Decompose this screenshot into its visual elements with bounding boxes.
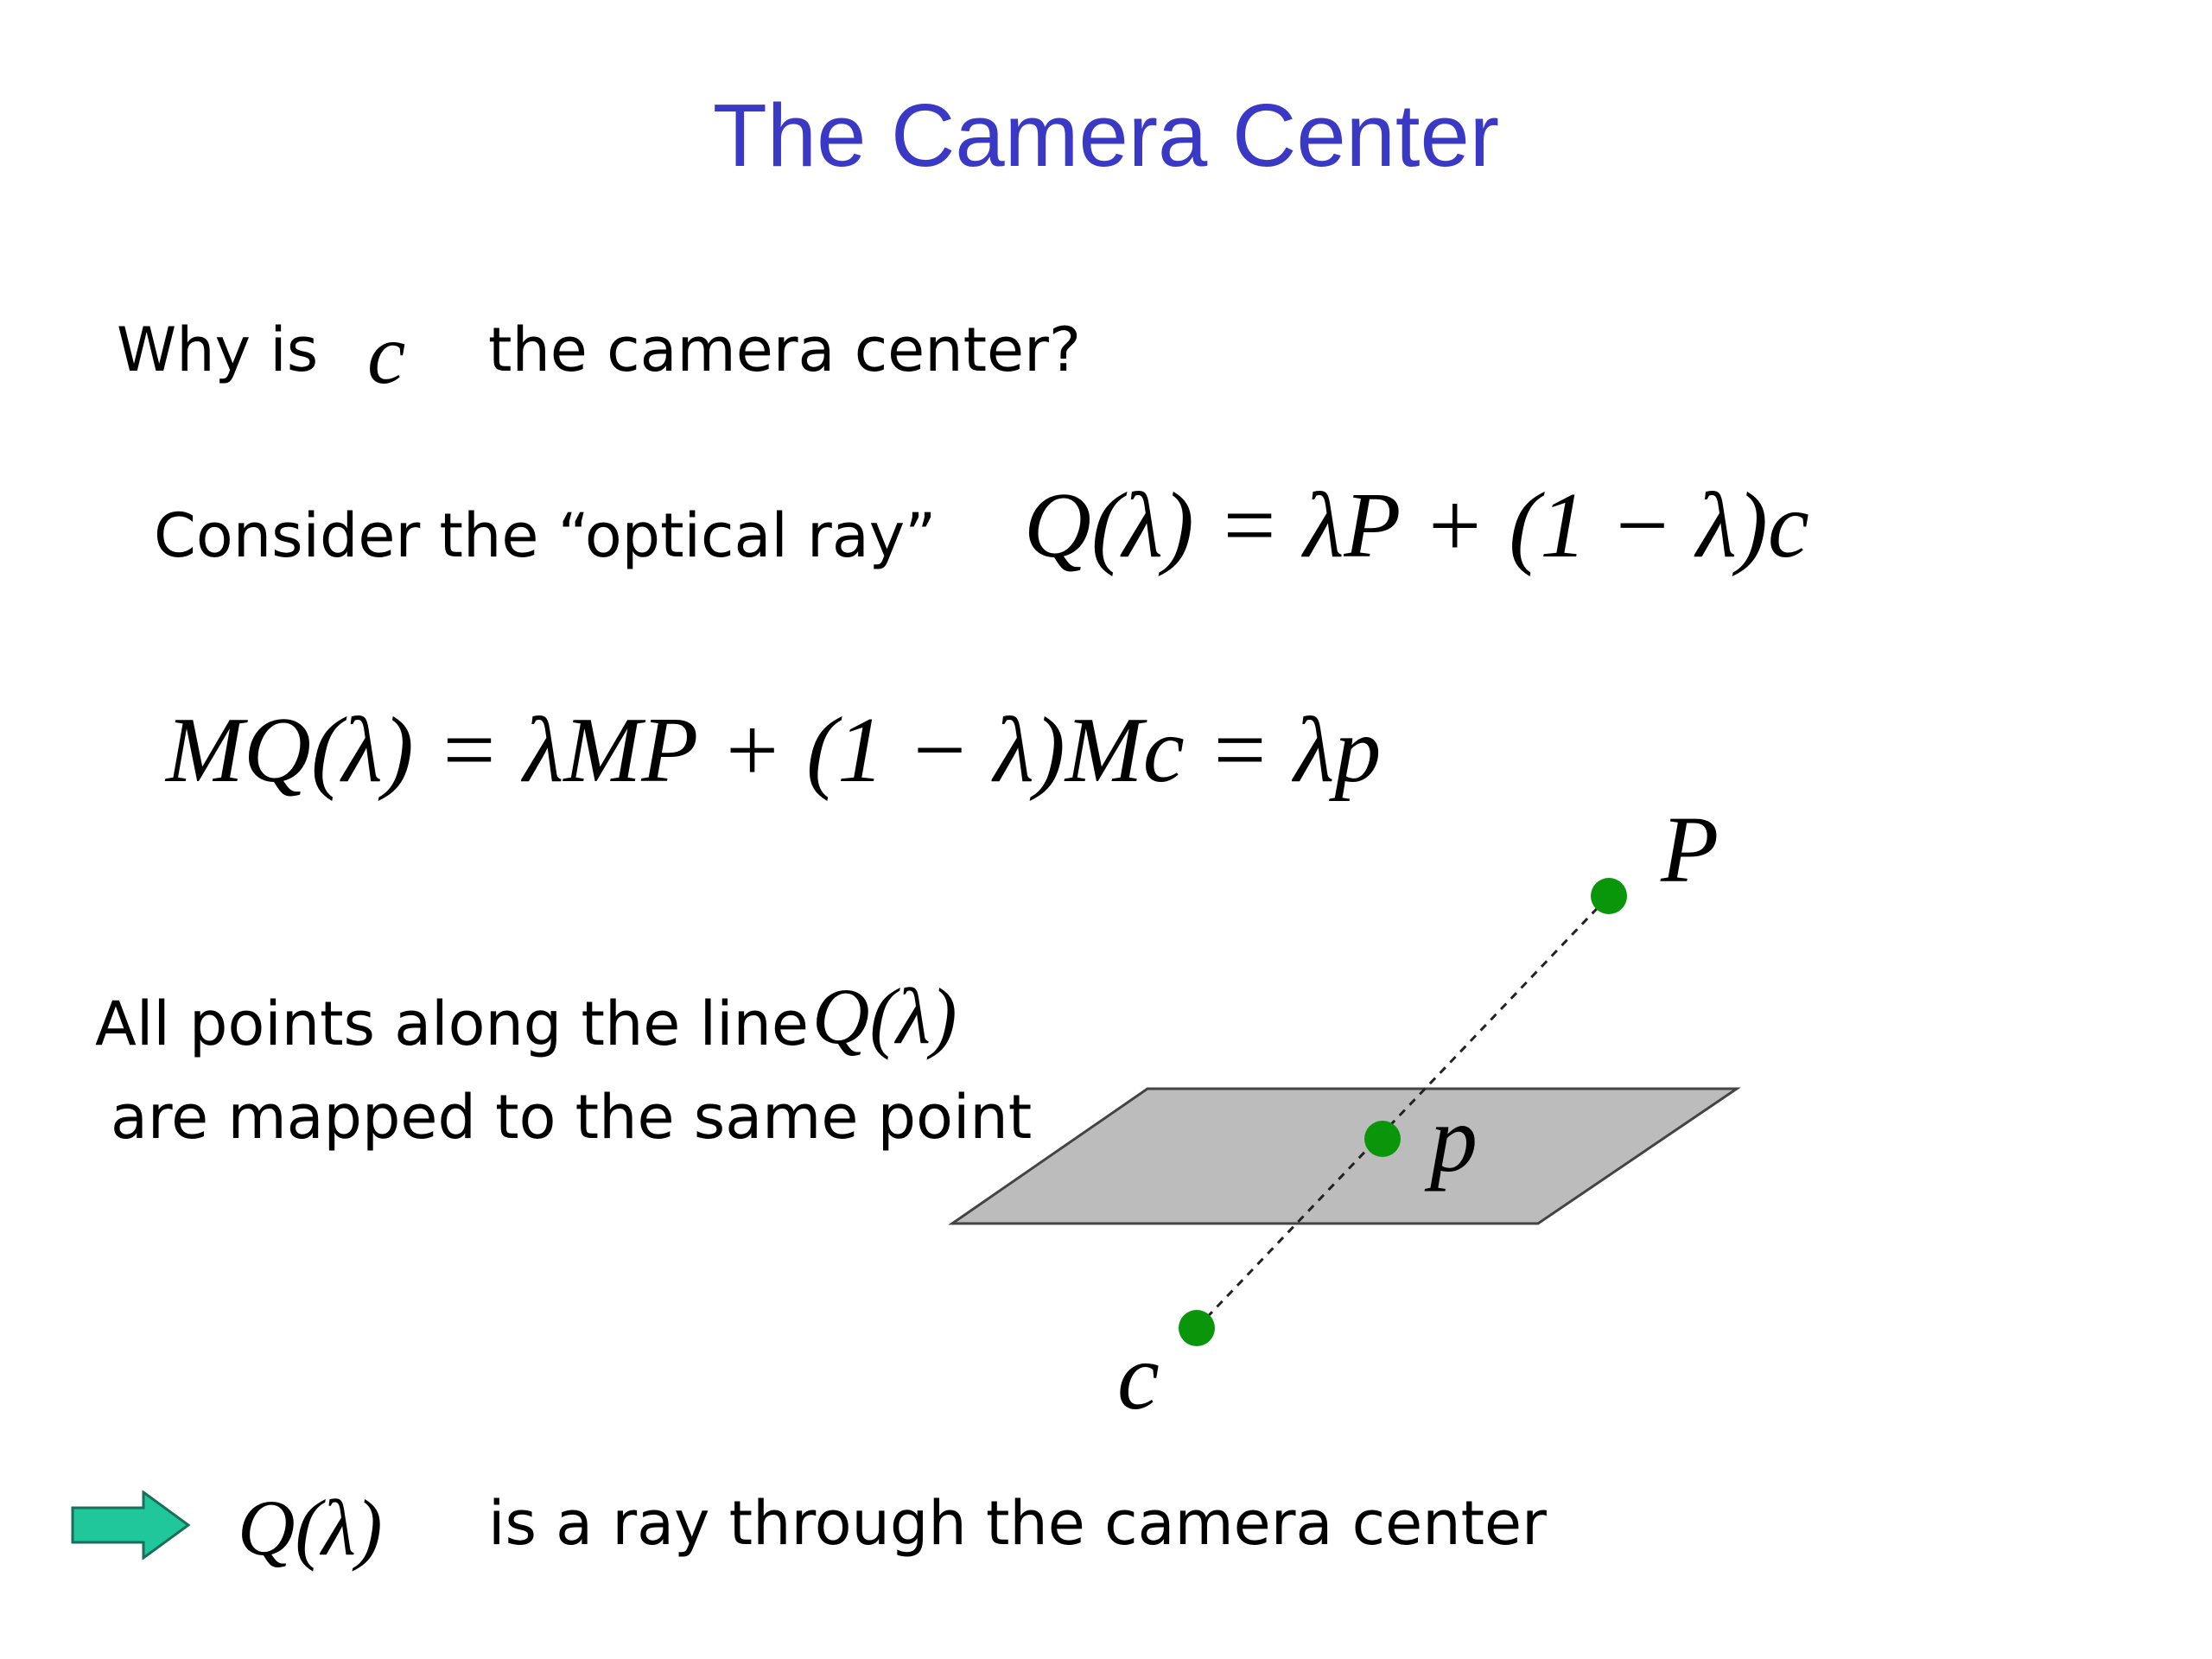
label-c: c [1117, 1324, 1160, 1429]
slide-title: The Camera Center [712, 86, 1500, 185]
question-symbol: c [367, 306, 406, 402]
point-p-marker [1364, 1121, 1401, 1157]
point-P-marker [1591, 878, 1627, 914]
question-prefix: Why is [117, 315, 319, 385]
mapping-equation: MQ(λ) = λMP + (1 − λ)Mc = λp [166, 699, 1382, 802]
point-c-marker [1179, 1310, 1215, 1346]
right-arrow-icon [71, 1491, 191, 1560]
conclusion-text: is a ray through the camera center [488, 1488, 1547, 1559]
optical-ray-equation: Q(λ) = λP + (1 − λ)c [1024, 474, 1809, 577]
question-suffix: the camera center? [488, 315, 1082, 385]
image-plane [948, 1087, 1741, 1225]
line-statement-symbol: Q(λ) [812, 972, 957, 1060]
optical-ray-line [1195, 894, 1611, 1330]
optical-ray-label: Consider the “optical ray” [154, 500, 937, 571]
conclusion-symbol: Q(λ) [238, 1484, 383, 1572]
label-P: P [1660, 797, 1719, 902]
label-p: p [1424, 1086, 1478, 1192]
line-statement-line2: are mapped to the same point [111, 1082, 1033, 1153]
line-statement-line1: All points along the line [95, 988, 809, 1059]
